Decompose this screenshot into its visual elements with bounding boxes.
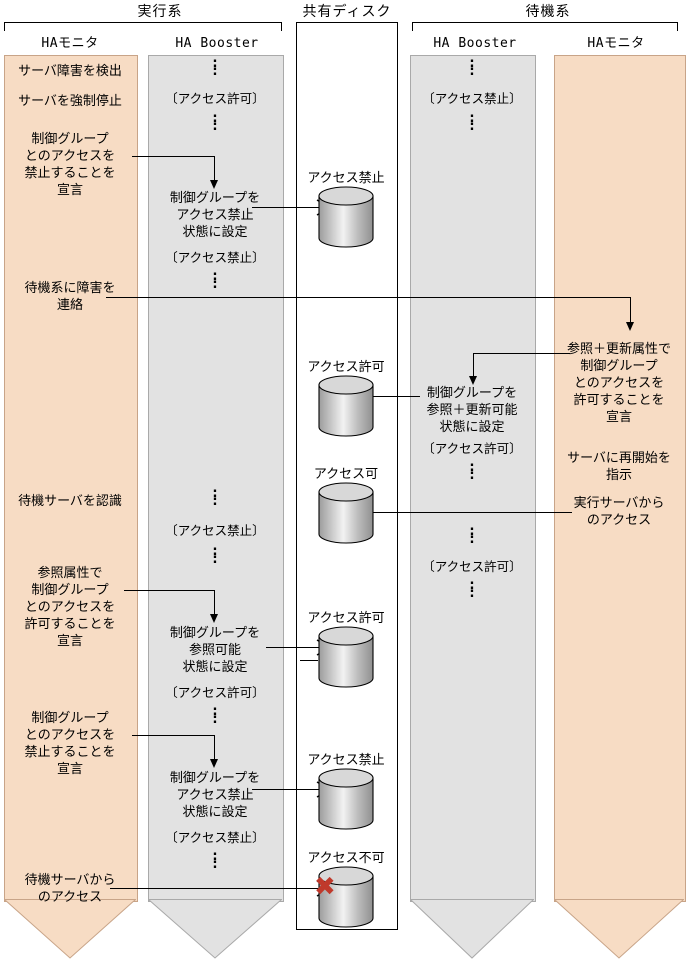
connector-declare-ref (124, 590, 215, 591)
lane-standby-monitor (554, 55, 686, 959)
disk-deny-1-label: アクセス禁止 (307, 171, 385, 186)
dots-ab-6: :: (212, 704, 218, 727)
state-ab-deny-1: 〔アクセス禁止〕 (165, 250, 265, 265)
lane-standby-booster (410, 55, 536, 959)
dots-ab-3: :: (212, 269, 218, 292)
connector-declare-rw-drop (473, 353, 474, 378)
dots-ab-1: :: (212, 56, 218, 79)
lane-label-active-monitor: HAモニタ (41, 36, 99, 51)
lane-tip-active-booster (148, 899, 282, 959)
step-force-stop: サーバを強制停止 (18, 94, 122, 109)
step-sb-set-rw: 制御グループを 参照＋更新可能 状態に設定 (426, 386, 518, 435)
connector-disk-allow2-tail (300, 660, 318, 661)
disk-allow-1-label: アクセス許可 (307, 360, 385, 375)
connector-notify-standby-drop (630, 297, 631, 324)
step-declare-deny: 制御グループ とのアクセスを 禁止することを 宣言 (24, 132, 116, 198)
connector-declare-deny2-drop (214, 735, 215, 761)
connector-notify-standby (106, 297, 631, 298)
step-set-deny-2: 制御グループを アクセス禁止 状態に設定 (169, 771, 261, 820)
connector-access-active (345, 512, 572, 513)
dots-sb-4: :: (469, 524, 475, 547)
lane-tip-standby-monitor (554, 899, 684, 959)
connector-booster-to-disk-deny2 (252, 789, 330, 790)
disk-deny-2: アクセス禁止 (307, 753, 385, 830)
connector-sb-to-disk-allow (345, 396, 420, 397)
disk-allow-2-label: アクセス許可 (307, 611, 385, 626)
dots-ab-2: :: (212, 111, 218, 134)
connector-booster-to-disk-allow2 (266, 647, 330, 648)
lane-label-standby-booster: HA Booster (433, 36, 517, 51)
state-ab-allow-1: 〔アクセス許可〕 (165, 91, 265, 106)
connector-declare-rw (474, 353, 570, 354)
disk-allow-2: アクセス許可 (307, 611, 385, 688)
dots-sb-1: :: (469, 56, 475, 79)
step-declare-rw-allow: 参照＋更新属性で 制御グループ とのアクセスを 許可することを 宣言 (566, 342, 671, 425)
step-declare-ref-allow: 参照属性で 制御グループ とのアクセスを 許可することを 宣言 (24, 566, 116, 649)
step-access-from-active: 実行サーバから のアクセス (573, 496, 665, 528)
dots-sb-3: :: (469, 460, 475, 483)
connector-declare-ref-drop (214, 590, 215, 616)
arrowhead-declare-ref (210, 614, 218, 623)
lane-tip-active-monitor (4, 899, 136, 959)
lane-active-monitor (4, 55, 138, 959)
state-sb-allow-1: 〔アクセス許可〕 (422, 441, 522, 456)
disk-ok: アクセス可 (314, 467, 378, 544)
arrowhead-declare-deny (210, 180, 218, 189)
lane-label-active-booster: HA Booster (175, 36, 259, 51)
disk-unavailable-label: アクセス不可 (307, 851, 385, 866)
step-access-from-standby: 待機サーバから のアクセス (24, 873, 116, 905)
connector-access-standby (110, 888, 332, 889)
step-instruct-restart: サーバに再開始を 指示 (567, 451, 671, 483)
disk-allow-1: アクセス許可 (307, 360, 385, 437)
state-ab-deny-3: 〔アクセス禁止〕 (165, 830, 265, 845)
step-recognize-standby: 待機サーバを認識 (18, 494, 122, 509)
dots-ab-4: :: (212, 486, 218, 509)
step-declare-deny-2: 制御グループ とのアクセスを 禁止することを 宣言 (24, 711, 116, 777)
bracket-standby (412, 22, 678, 31)
connector-booster-to-disk1 (252, 207, 330, 208)
arrowhead-declare-deny2 (210, 759, 218, 768)
step-notify-standby: 待機系に障害を 連絡 (24, 281, 116, 313)
step-detect-failure: サーバ障害を検出 (18, 64, 122, 79)
step-set-deny-1: 制御グループを アクセス禁止 状態に設定 (169, 191, 261, 240)
connector-declare-deny2 (132, 735, 215, 736)
dots-ab-7: :: (212, 849, 218, 872)
state-sb-deny-1: 〔アクセス禁止〕 (422, 91, 522, 106)
connector-declare-deny (132, 156, 215, 157)
bracket-active (4, 22, 282, 31)
group-title-active: 実行系 (137, 4, 183, 20)
arrowhead-notify-standby (626, 322, 634, 331)
disk-deny-1: アクセス禁止 (307, 171, 385, 248)
group-title-shared-disk: 共有ディスク (302, 4, 392, 20)
state-ab-allow-2: 〔アクセス許可〕 (165, 685, 265, 700)
dots-sb-2: :: (469, 111, 475, 134)
dots-sb-5: :: (469, 578, 475, 601)
disk-unavailable: アクセス不可 ✖ (307, 851, 385, 928)
disk-deny-2-label: アクセス禁止 (307, 753, 385, 768)
dots-ab-5: :: (212, 544, 218, 567)
connector-declare-deny-drop (214, 156, 215, 182)
arrowhead-declare-rw (469, 376, 477, 385)
state-ab-deny-2: 〔アクセス禁止〕 (165, 523, 265, 538)
lane-label-standby-monitor: HAモニタ (587, 36, 645, 51)
lane-tip-standby-booster (410, 899, 534, 959)
group-title-standby: 待機系 (525, 4, 571, 20)
access-blocked-x-icon: ✖ (314, 872, 336, 902)
state-sb-allow-2: 〔アクセス許可〕 (422, 559, 522, 574)
step-set-ref-ok: 制御グループを 参照可能 状態に設定 (169, 626, 261, 675)
disk-ok-label: アクセス可 (313, 467, 379, 482)
